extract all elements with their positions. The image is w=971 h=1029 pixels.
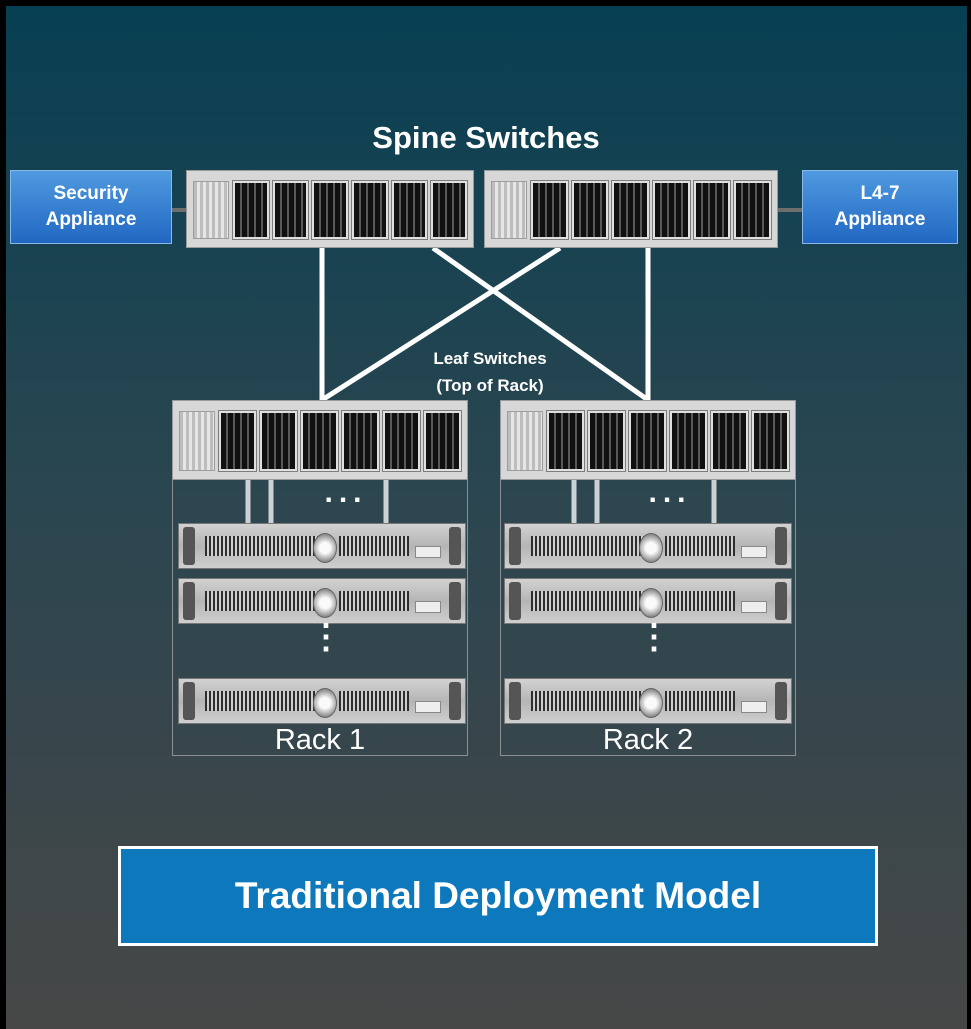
rack2-server-3 — [504, 678, 792, 724]
security-appliance-label-2: Appliance — [45, 209, 137, 230]
leaf-title-line-1: Leaf Switches — [433, 349, 547, 368]
spine1-leaf2-link — [431, 245, 650, 403]
rack1-server-1 — [178, 523, 466, 569]
leaf-title-line-2: (Top of Rack) — [436, 376, 544, 395]
l47-appliance: L4-7 Appliance — [802, 170, 958, 244]
security-appliance-label-1: Security — [53, 183, 129, 204]
spine-switch-2 — [484, 170, 778, 248]
rack1-server-ellipsis: ⋮ — [309, 618, 343, 656]
rack1-cable-ellipsis: ... — [324, 476, 368, 509]
leaf-switch-2 — [500, 400, 796, 480]
rack2-server-ellipsis: ⋮ — [637, 618, 671, 656]
rack2-server-2 — [504, 578, 792, 624]
security-appliance: Security Appliance — [10, 170, 172, 244]
spine2-leaf1-link — [320, 245, 562, 403]
leaf-switch-1 — [172, 400, 468, 480]
deployment-model-title: Traditional Deployment Model — [118, 846, 878, 946]
l47-appliance-label-1: L4-7 — [860, 183, 900, 204]
rack-2-label: Rack 2 — [602, 724, 694, 756]
rack2-cable-ellipsis: ... — [648, 476, 692, 509]
spine-switches-title: Spine Switches — [372, 120, 600, 155]
rack1-server-2 — [178, 578, 466, 624]
l47-appliance-label-2: Appliance — [834, 209, 926, 230]
leaf-switches-title: Leaf Switches (Top of Rack) — [390, 345, 590, 399]
spine-switch-1 — [186, 170, 474, 248]
rack2-server-1 — [504, 523, 792, 569]
connection-lines — [172, 208, 810, 523]
rack-1-label: Rack 1 — [274, 724, 366, 756]
rack1-server-3 — [178, 678, 466, 724]
